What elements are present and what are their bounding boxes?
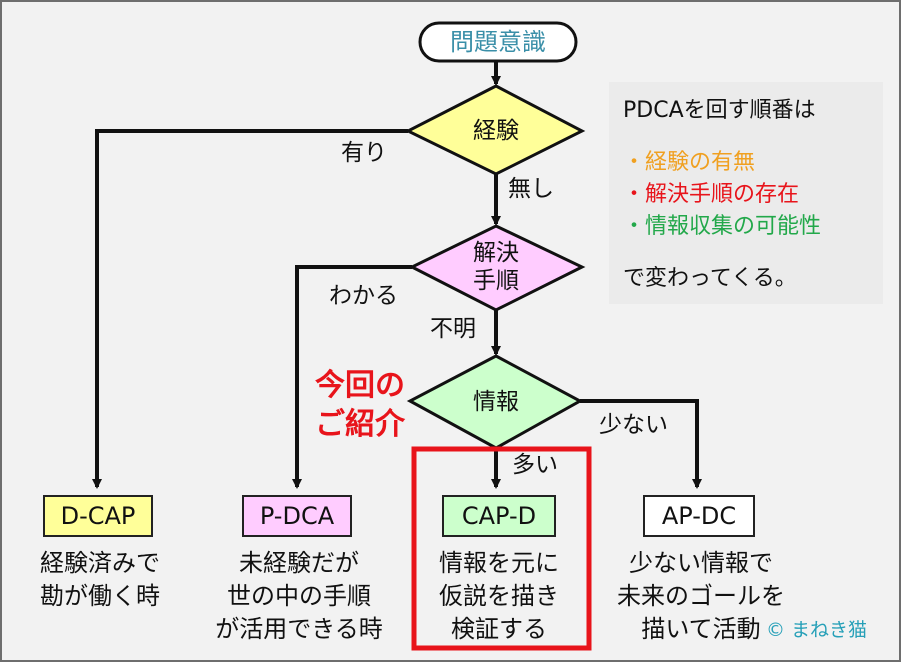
arrow-info-to-apdc	[580, 399, 702, 489]
outcome-desc-capd: 情報を元に 仮説を描き 検証する	[439, 547, 559, 646]
outcome-desc-line: 世の中の手順	[227, 582, 371, 610]
outcome-box-apdc: AP-DC	[643, 495, 755, 537]
outcome-box-pdca: P-DCA	[242, 495, 352, 537]
arrow-solution-to-pdca	[292, 265, 412, 489]
callout-line-1: 今回の	[315, 368, 405, 403]
decision-info-label: 情報	[473, 389, 519, 415]
outcome-desc-line: が活用できる時	[215, 615, 383, 643]
connectors	[92, 61, 702, 489]
outcome-desc-line: 情報を元に	[439, 549, 559, 577]
outcome-desc-line: 勘が働く時	[40, 582, 160, 610]
outcome-box-capd: CAP-D	[442, 495, 556, 537]
note-item-information: ・情報収集の可能性	[623, 214, 822, 239]
outcome-desc-line: 経験済みで	[40, 549, 160, 577]
start-label: 問題意識	[450, 28, 546, 56]
branch-label-much: 多い	[512, 452, 558, 478]
outcome-desc-pdca: 未経験だが 世の中の手順 が活用できる時	[215, 547, 383, 646]
outcome-box-dcap: D-CAP	[43, 495, 153, 537]
branch-label-known: わかる	[329, 283, 398, 309]
decision-solution-label-2: 手順	[473, 268, 519, 294]
note-footer: で変わってくる。	[623, 266, 797, 291]
outcome-desc-line: 未来のゴールを	[617, 582, 785, 610]
outcome-desc-line: 未経験だが	[239, 549, 359, 577]
outcome-desc-line: 描いて活動	[641, 615, 761, 643]
copyright-text: © まねき猫	[765, 619, 867, 641]
outcome-desc-dcap: 経験済みで 勘が働く時	[40, 547, 160, 613]
branch-label-no: 無し	[508, 176, 554, 202]
branch-label-unknown: 不明	[430, 316, 476, 342]
branch-label-yes: 有り	[341, 140, 387, 166]
note-item-solution: ・解決手順の存在	[623, 182, 800, 207]
arrow-experience-to-dcap	[92, 129, 408, 489]
highlight-frame	[411, 446, 592, 651]
outcome-desc-line: 少ない情報で	[629, 549, 773, 577]
note-panel: PDCAを回す順番は ・経験の有無 ・解決手順の存在 ・情報収集の可能性 で変わ…	[609, 82, 883, 304]
decision-solution	[408, 224, 586, 312]
note-title: PDCAを回す順番は	[623, 98, 816, 123]
outcome-desc-line: 検証する	[451, 615, 547, 643]
decision-experience-label: 経験	[473, 118, 519, 144]
decision-solution-label-1: 解決	[473, 240, 519, 266]
callout-line-2: ご紹介	[315, 407, 405, 442]
decision-experience	[404, 84, 586, 176]
note-item-experience: ・経験の有無	[623, 150, 756, 175]
outcome-desc-apdc: 少ない情報で 未来のゴールを 描いて活動	[617, 547, 785, 646]
start-terminal	[418, 21, 578, 63]
branch-label-little: 少ない	[599, 412, 668, 438]
outcome-desc-line: 仮説を描き	[439, 582, 559, 610]
